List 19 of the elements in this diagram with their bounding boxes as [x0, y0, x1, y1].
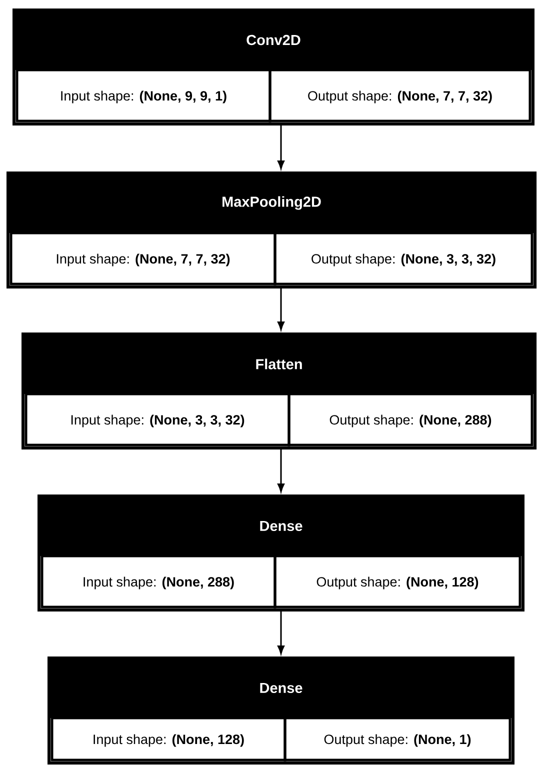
shape-cell: Input shape: (None, 7, 7, 32)	[10, 232, 276, 286]
arrow	[278, 450, 284, 492]
shape-cell: Input shape: (None, 288)	[40, 554, 276, 608]
header-bar: Dense	[49, 658, 513, 718]
shape-cell: Input shape: (None, 9, 9, 1)	[16, 68, 272, 122]
shape-cell: Output shape: (None, 288)	[288, 392, 534, 446]
header-bar: Conv2D	[14, 10, 533, 70]
shape-cell: Output shape: (None, 3, 3, 32)	[274, 232, 534, 286]
shape-cell: Output shape: (None, 128)	[274, 554, 522, 608]
header-bar: MaxPooling2D	[8, 173, 535, 233]
header-bar: Dense	[39, 496, 523, 556]
header-bar: Flatten	[23, 334, 535, 394]
shape-cell: Input shape: (None, 3, 3, 32)	[24, 392, 290, 446]
shape-cell: Output shape: (None, 7, 7, 32)	[268, 68, 532, 122]
arrow	[278, 126, 284, 170]
shape-cell: Output shape: (None, 1)	[284, 716, 512, 762]
arrow	[278, 288, 284, 330]
shape-cell: Input shape: (None, 128)	[50, 716, 286, 762]
arrow	[278, 612, 284, 654]
